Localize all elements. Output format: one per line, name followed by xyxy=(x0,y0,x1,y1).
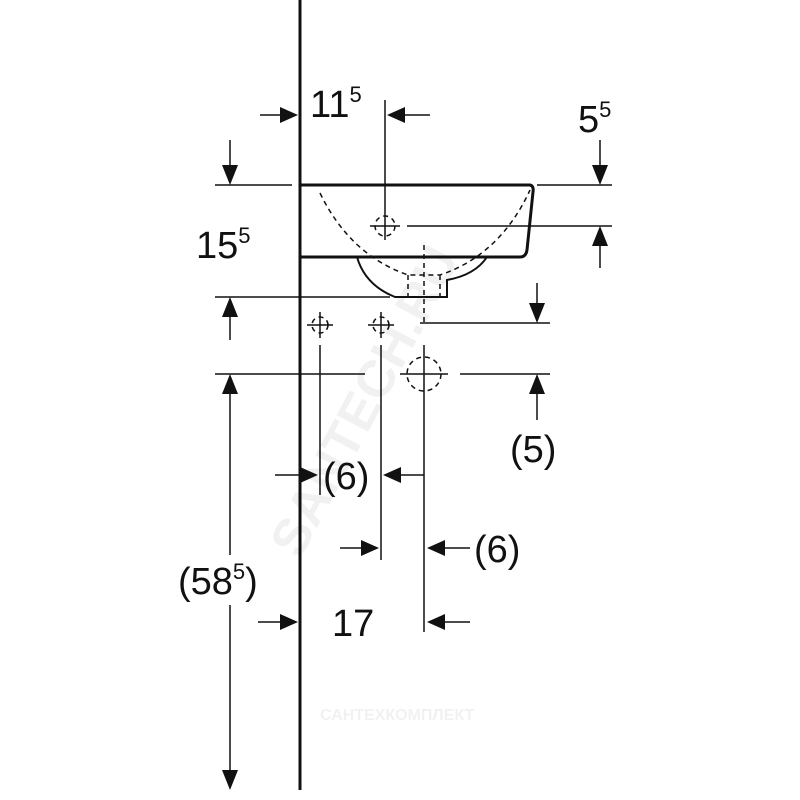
dim-basin-height: 155 xyxy=(196,223,251,267)
dimension-arrows xyxy=(222,107,608,790)
dim-rim-to-tap: 55 xyxy=(578,97,611,141)
watermark-santech: SANTECH.RU xyxy=(259,237,470,565)
dim-valve-to-drain: (6) xyxy=(474,529,520,571)
watermark-santehkomplekt: САНТЕХКОМПЛЕКТ xyxy=(320,707,474,724)
dim-valve-spacing: (6) xyxy=(323,456,369,498)
dim-wall-to-drain: 17 xyxy=(332,603,374,645)
basin-outline xyxy=(300,183,535,259)
dim-tap-offset: 115 xyxy=(310,82,362,126)
valve-symbol-right xyxy=(368,312,394,338)
dim-drain-height: (585) xyxy=(178,559,258,603)
valve-symbol-left xyxy=(307,312,333,338)
basin-underside xyxy=(356,256,488,298)
dim-drain-offset: (5) xyxy=(510,429,556,471)
